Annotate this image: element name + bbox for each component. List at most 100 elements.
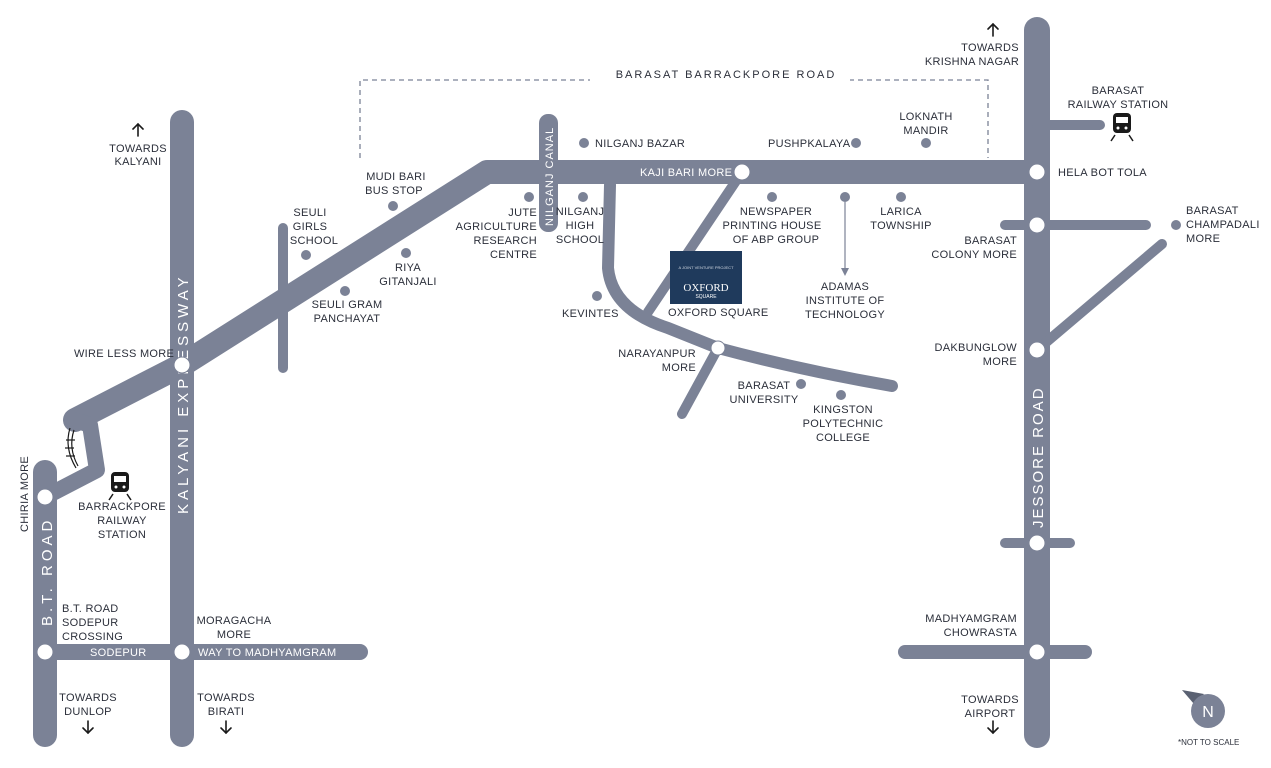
- svg-text:BUS STOP: BUS STOP: [365, 185, 423, 197]
- barasat-university-dot: [796, 379, 806, 389]
- svg-text:AGRICULTURE: AGRICULTURE: [456, 221, 537, 233]
- narayanpur-branch: [677, 343, 723, 419]
- svg-text:NEWSPAPER: NEWSPAPER: [740, 206, 812, 218]
- kalyani-expressway-label: KALYANI EXPRESSWAY: [175, 273, 192, 514]
- svg-text:MORAGACHA: MORAGACHA: [197, 615, 272, 627]
- svg-text:JUTE: JUTE: [508, 207, 537, 219]
- svg-text:RAILWAY: RAILWAY: [97, 515, 147, 527]
- barrackpore-station-label: BARRACKPORE RAILWAY STATION: [78, 501, 166, 541]
- larica-dot: [896, 192, 906, 202]
- riya-gitanjali-label: RIYA GITANJALI: [379, 262, 437, 288]
- wire-less-more-label: WIRE LESS MORE: [74, 348, 174, 360]
- train-icon: [1110, 113, 1134, 142]
- nilganj-bazar-dot: [579, 138, 589, 148]
- svg-text:OXFORD: OXFORD: [683, 282, 728, 294]
- svg-text:TOWARDS: TOWARDS: [59, 692, 117, 704]
- svg-text:AIRPORT: AIRPORT: [965, 708, 1016, 720]
- jessore-road-label: JESSORE ROAD: [1030, 386, 1047, 528]
- svg-text:UNIVERSITY: UNIVERSITY: [729, 394, 798, 406]
- svg-text:PANCHAYAT: PANCHAYAT: [314, 313, 381, 325]
- madhyamgram-junction: [1028, 643, 1046, 661]
- chiria-more-label: CHIRIA MORE: [19, 456, 31, 532]
- svg-text:GIRLS: GIRLS: [293, 221, 328, 233]
- svg-text:INSTITUTE OF: INSTITUTE OF: [806, 295, 885, 307]
- svg-text:BARRACKPORE: BARRACKPORE: [78, 501, 166, 513]
- newspaper-dot: [767, 192, 777, 202]
- mudi-bari-dot: [388, 201, 398, 211]
- barasat-barrackpore-road: [63, 160, 1049, 432]
- wire-less-junction: [173, 356, 191, 374]
- lower-junction: [1028, 534, 1046, 552]
- arrow-down-icon: [82, 720, 94, 735]
- kingston-label: KINGSTON POLYTECHNIC COLLEGE: [803, 404, 884, 444]
- hela-bot-tola-junction: [1028, 163, 1046, 181]
- svg-text:CHOWRASTA: CHOWRASTA: [944, 627, 1018, 639]
- svg-text:BARASAT: BARASAT: [964, 235, 1017, 247]
- svg-text:N: N: [1202, 704, 1214, 721]
- svg-text:POLYTECHNIC: POLYTECHNIC: [803, 418, 884, 430]
- kingston-dot: [836, 390, 846, 400]
- hela-bot-tola-label: HELA BOT TOLA: [1058, 167, 1147, 179]
- mudi-bari-label: MUDI BARI BUS STOP: [365, 171, 425, 197]
- svg-text:HIGH: HIGH: [566, 220, 595, 232]
- moragacha-junction: [173, 643, 191, 661]
- arrow-down-icon: [220, 720, 232, 735]
- pushpkalaya-dot: [851, 138, 861, 148]
- svg-text:SQUARE: SQUARE: [695, 294, 717, 300]
- svg-text:BARASAT: BARASAT: [738, 380, 791, 392]
- arrow-down-icon: [987, 720, 999, 735]
- svg-text:STATION: STATION: [98, 529, 146, 541]
- svg-text:TOWARDS: TOWARDS: [197, 692, 255, 704]
- bt-sodepur-junction: [36, 643, 54, 661]
- svg-text:LOKNATH: LOKNATH: [899, 111, 952, 123]
- svg-text:MANDIR: MANDIR: [903, 125, 948, 137]
- barasat-barrackpore-road-label: BARASAT BARRACKPORE ROAD: [616, 69, 837, 81]
- nilganj-canal: [539, 114, 558, 232]
- barasat-university-label: BARASAT UNIVERSITY: [729, 380, 798, 406]
- colony-more-junction: [1028, 216, 1046, 234]
- svg-text:MORE: MORE: [983, 356, 1017, 368]
- svg-text:NILGANJ: NILGANJ: [556, 206, 605, 218]
- svg-text:SEULI: SEULI: [293, 207, 326, 219]
- svg-text:CHAMPADALI: CHAMPADALI: [1186, 219, 1260, 231]
- svg-text:PRINTING HOUSE: PRINTING HOUSE: [723, 220, 822, 232]
- kaji-bari-junction: [733, 163, 751, 181]
- moragacha-more-label: MORAGACHA MORE: [197, 615, 272, 641]
- dakbunglow-more-label: DAKBUNGLOW MORE: [935, 342, 1017, 368]
- adamas-label: ADAMAS INSTITUTE OF TECHNOLOGY: [805, 281, 885, 321]
- seuli-girls-dot: [301, 250, 311, 260]
- towards-kalyani: TOWARDS KALYANI: [109, 143, 166, 168]
- bridge-icon: [65, 427, 79, 469]
- svg-text:GITANJALI: GITANJALI: [379, 276, 437, 288]
- oxford-square-label: OXFORD SQUARE: [668, 307, 768, 319]
- svg-text:TOWARDS: TOWARDS: [961, 694, 1019, 706]
- svg-text:LARICA: LARICA: [880, 206, 922, 218]
- nilganj-high-school-label: NILGANJ HIGH SCHOOL: [556, 206, 605, 246]
- narayanpur-more-label: NARAYANPUR MORE: [618, 348, 695, 374]
- jute-centre-label: JUTE AGRICULTURE RESEARCH CENTRE: [456, 207, 537, 261]
- svg-text:COLLEGE: COLLEGE: [816, 432, 870, 444]
- adamas-arrow-icon: [841, 268, 849, 276]
- arrow-up-icon: [987, 22, 999, 37]
- svg-text:KRISHNA NAGAR: KRISHNA NAGAR: [925, 56, 1019, 68]
- seuli-gram-dot: [340, 286, 350, 296]
- kevintes-label: KEVINTES: [562, 308, 619, 320]
- towards-krishna-nagar: TOWARDS KRISHNA NAGAR: [925, 42, 1019, 68]
- svg-text:TOWARDS: TOWARDS: [961, 42, 1019, 54]
- svg-text:A JOINT VENTURE PROJECT: A JOINT VENTURE PROJECT: [678, 265, 734, 270]
- champadali-road: [1032, 239, 1167, 355]
- way-to-madhyamgram-label: WAY TO MADHYAMGRAM: [198, 647, 336, 659]
- newspaper-label: NEWSPAPER PRINTING HOUSE OF ABP GROUP: [723, 206, 822, 246]
- towards-birati: TOWARDS BIRATI: [197, 692, 255, 718]
- loknath-dot: [921, 138, 931, 148]
- sodepur-label: SODEPUR: [90, 647, 147, 659]
- kaji-bari-diagonal: [643, 167, 747, 317]
- svg-text:TOWNSHIP: TOWNSHIP: [870, 220, 931, 232]
- chiria-more-junction: [36, 488, 54, 506]
- barrackpore-connector: [37, 412, 105, 505]
- kevintes-dot: [592, 291, 602, 301]
- svg-text:MORE: MORE: [217, 629, 251, 641]
- svg-text:BIRATI: BIRATI: [208, 706, 244, 718]
- dakbunglow-junction: [1028, 341, 1046, 359]
